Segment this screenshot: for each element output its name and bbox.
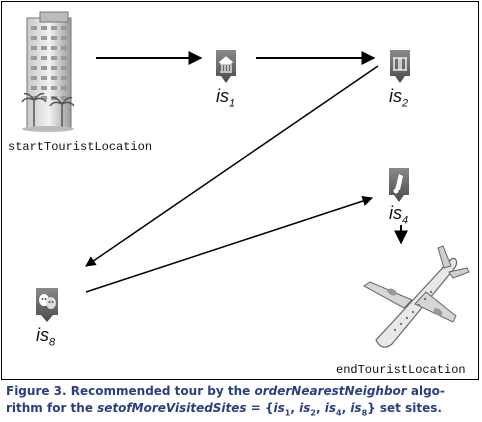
tour-diagram	[21, 11, 470, 348]
monument-pin-icon	[390, 50, 410, 83]
site-label-is4: is4	[389, 203, 409, 227]
museum-pin-icon	[216, 50, 236, 83]
start-hotel-icon	[21, 11, 75, 132]
theater-pin-icon	[36, 288, 58, 322]
music-pin-icon	[389, 168, 409, 202]
site-label-is1: is1	[216, 86, 236, 110]
end-location-label: endTouristLocation	[336, 363, 466, 377]
arrow-is2-to-is8	[85, 65, 379, 267]
diagram-frame	[1, 1, 479, 380]
site-label-is2: is2	[389, 86, 409, 110]
end-airplane-icon	[363, 245, 470, 348]
start-location-label: startTouristLocation	[8, 140, 153, 154]
site-label-is8: is8	[36, 325, 56, 349]
figure-caption: Figure 3. Recommended tour by the orderN…	[6, 384, 445, 418]
arrow-is8-to-is4	[85, 195, 373, 293]
